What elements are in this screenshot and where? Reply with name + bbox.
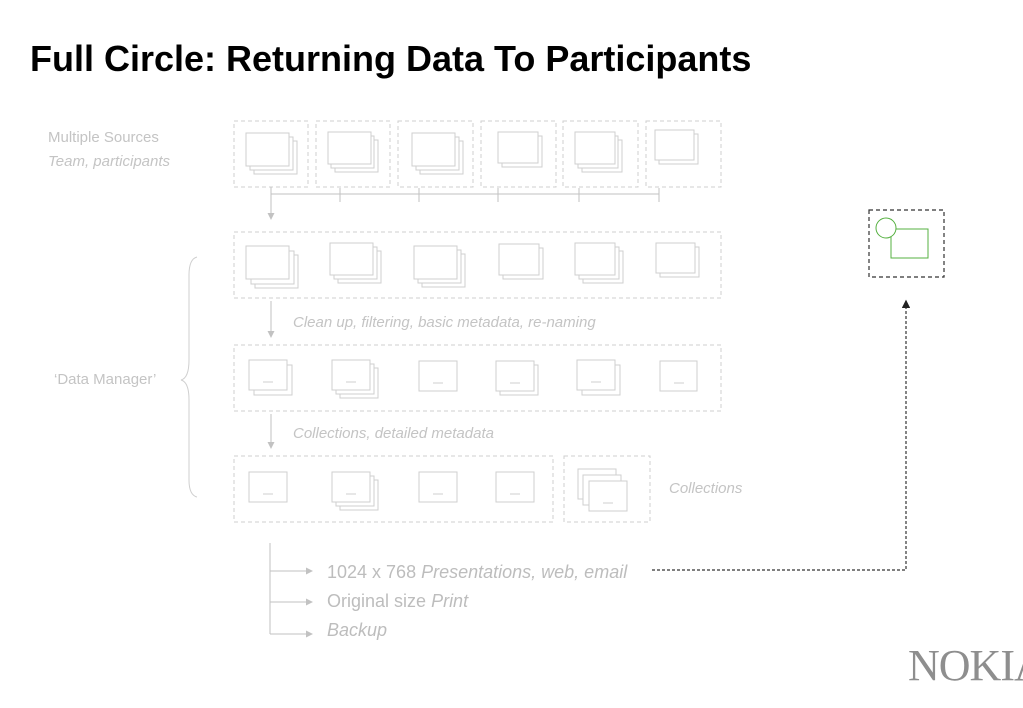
output-row-3: Backup: [327, 620, 387, 641]
output-use-2: Print: [431, 591, 469, 611]
data-manager-label: ‘Data Manager’: [54, 371, 157, 388]
step-clean-label: Clean up, filtering, basic metadata, re-…: [293, 314, 596, 331]
output-size-1: 1024 x 768: [327, 562, 417, 582]
sources-row: [233, 120, 722, 188]
output-row-1: 1024 x 768 Presentations, web, email: [327, 562, 627, 583]
collections-row: [233, 455, 651, 523]
output-use-1: Presentations, web, email: [421, 562, 628, 582]
output-branches: [269, 543, 313, 638]
collections-label: Collections: [669, 480, 743, 497]
merge-connector: [267, 187, 660, 220]
step-collections-label: Collections, detailed metadata: [293, 425, 494, 442]
return-path-arrow: [652, 299, 911, 571]
output-size-2: Original size: [327, 591, 427, 611]
sources-label: Multiple Sources: [48, 129, 159, 146]
sources-sublabel: Team, participants: [48, 153, 171, 170]
output-use-3: Backup: [327, 620, 388, 640]
raw-data-row: [233, 231, 722, 299]
cleaned-row: [233, 344, 722, 412]
participant-icon: [868, 209, 945, 278]
output-row-2: Original size Print: [327, 591, 468, 612]
page-title: Full Circle: Returning Data To Participa…: [30, 38, 752, 79]
data-manager-brace: [180, 256, 198, 498]
nokia-logo: NOKIA: [908, 641, 1023, 690]
